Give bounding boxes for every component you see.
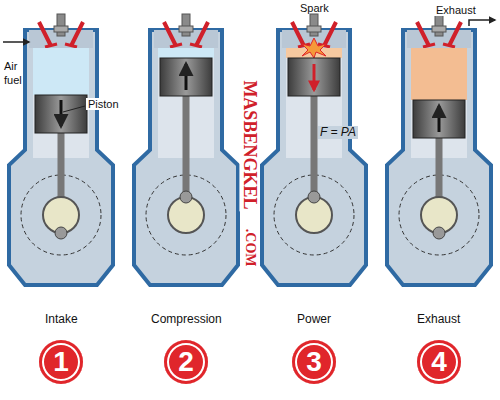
callout-number: 2 [164,340,208,384]
callout-text: 4 [431,348,447,376]
callout-number: 3 [292,340,336,384]
stroke-label: Power [297,313,331,326]
part-label: Spark [300,2,329,14]
flow-label: fuel [3,74,23,86]
watermark: MASBENGKEL [240,78,260,211]
stroke-label: Compression [151,313,222,326]
stroke-label: Exhaust [417,313,460,326]
callout-text: 1 [53,348,69,376]
callout-number: 4 [417,340,461,384]
callout-text: 2 [178,348,194,376]
callout-text: 3 [306,348,322,376]
flow-label: Exhaust [434,4,478,16]
flow-label: Air [3,60,18,72]
part-label: Piston [86,98,121,110]
formula-label: F = PA [318,126,358,139]
callout-number: 1 [39,340,83,384]
stroke-label: Intake [45,313,78,326]
watermark: .COM [242,227,257,269]
